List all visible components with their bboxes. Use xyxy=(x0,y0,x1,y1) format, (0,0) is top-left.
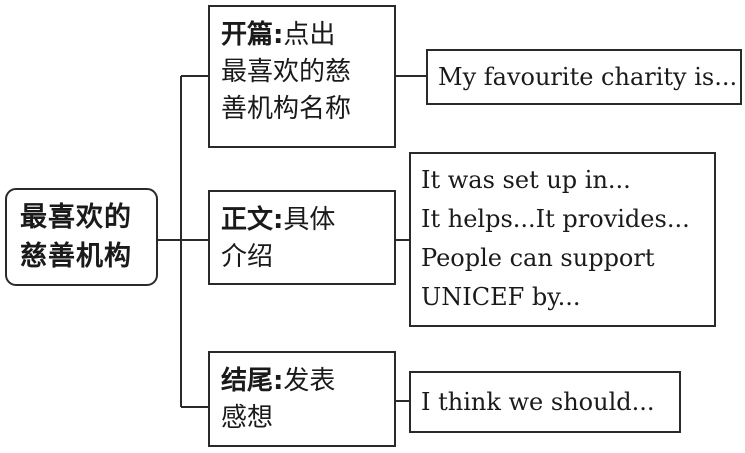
leaf-opening-line-1: My favourite charity is... xyxy=(438,63,738,91)
branch-opening-line-2: 最喜欢的慈 xyxy=(221,57,352,87)
branch-ending-line-2: 感想 xyxy=(221,403,274,433)
branch-ending-heading: 结尾: xyxy=(221,366,284,396)
leaf-opening: My favourite charity is... xyxy=(426,49,742,105)
leaf-body-line-3: People can support xyxy=(421,244,655,272)
branch-body-heading: 正文: xyxy=(221,205,284,235)
branch-ending-line-1: 发表 xyxy=(283,366,336,396)
leaf-body-line-1: It was set up in... xyxy=(421,166,631,194)
leaf-body-line-4: UNICEF by... xyxy=(421,283,581,311)
branch-body-line-1: 具体 xyxy=(283,205,336,235)
root-line-2: 慈善机构 xyxy=(20,241,132,272)
branch-body: 正文:具体 介绍 xyxy=(208,190,396,285)
branch-opening-line-3: 善机构名称 xyxy=(221,94,352,124)
leaf-body: It was set up in... It helps...It provid… xyxy=(409,152,716,327)
root-line-1: 最喜欢的 xyxy=(20,202,132,233)
branch-ending: 结尾:发表 感想 xyxy=(208,351,396,447)
branch-opening: 开篇:点出 最喜欢的慈 善机构名称 xyxy=(208,5,396,148)
leaf-ending: I think we should... xyxy=(409,371,681,433)
branch-opening-heading: 开篇: xyxy=(221,20,284,50)
root-node: 最喜欢的 慈善机构 xyxy=(5,188,158,286)
leaf-body-line-2: It helps...It provides... xyxy=(421,205,690,233)
leaf-ending-line-1: I think we should... xyxy=(421,388,655,416)
branch-body-line-2: 介绍 xyxy=(221,242,274,272)
branch-opening-line-1: 点出 xyxy=(283,20,336,50)
